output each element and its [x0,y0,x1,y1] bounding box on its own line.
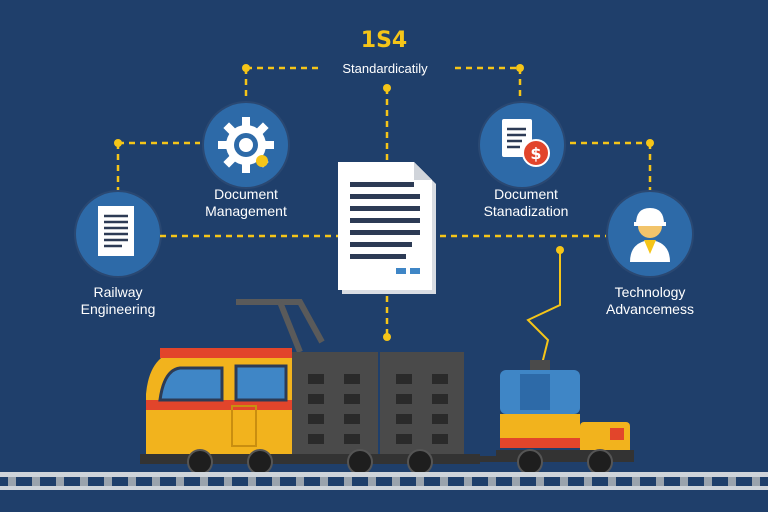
gear-icon [218,117,274,173]
railway-engineering-label: Railway Engineering [80,284,156,317]
diagram-subtitle: Standardicatily [342,61,428,76]
train-illustration [0,299,768,490]
document-standardization-node: $ [480,103,564,187]
money-document-icon: $ [502,119,550,167]
document-management-label: Document Management [205,186,287,219]
technology-advancements-label: Technology Advancemess [606,284,694,317]
technology-advancements-node [608,192,692,276]
railway-engineering-node [76,192,160,276]
document-management-node [204,103,288,187]
center-document-icon [338,162,436,294]
lightning-connector [526,250,561,373]
document-standardization-label: Document Stanadization [483,186,569,219]
diagram-title: 1S4 [360,28,408,53]
engineer-icon [630,208,670,262]
svg-text:$: $ [530,144,541,163]
document-icon [98,206,134,256]
